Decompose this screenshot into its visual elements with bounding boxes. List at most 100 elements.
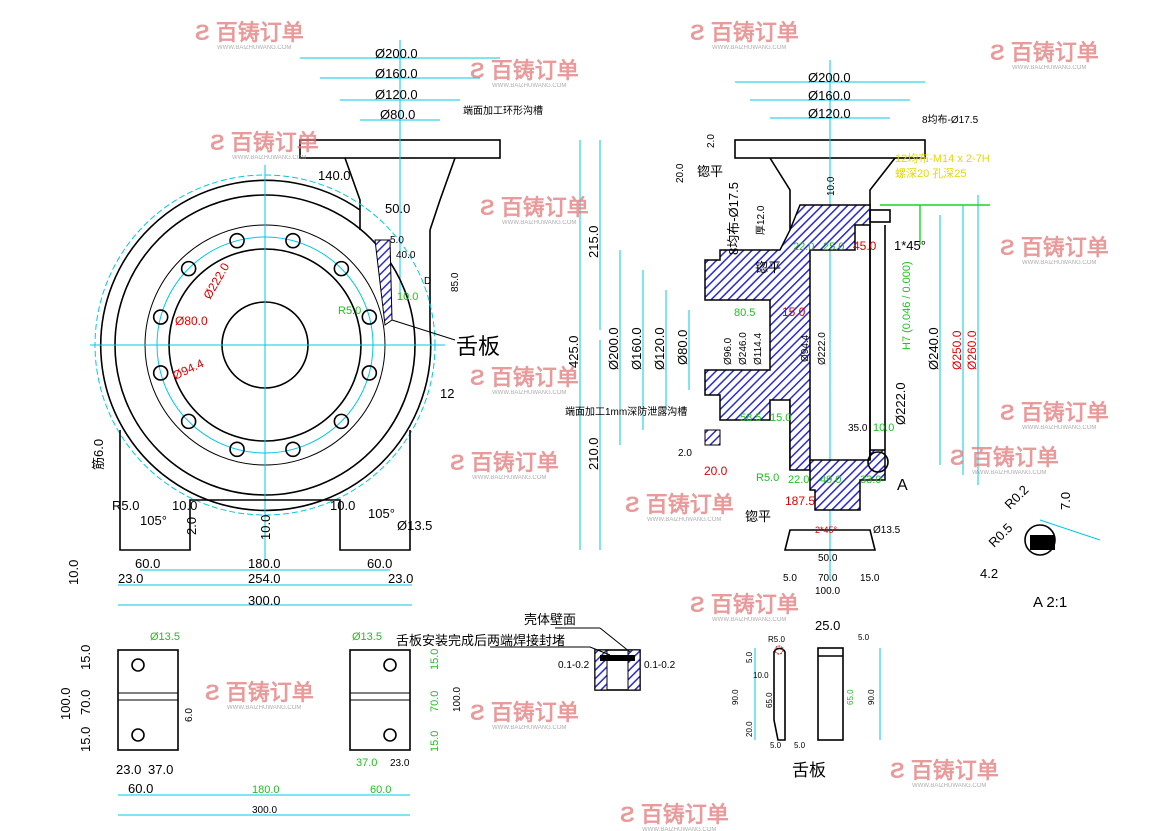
dim: Ø13.5 bbox=[397, 518, 432, 533]
dim: 300.0 bbox=[248, 593, 281, 608]
thread-note: 12均布-M14 x 2-7H bbox=[895, 152, 990, 165]
dim: 10.0 bbox=[330, 498, 355, 513]
dim: 厚12.0 bbox=[755, 205, 767, 235]
watermark-url: WWW.BAIZHUWANG.COM bbox=[492, 83, 566, 89]
watermark-logo: Ƨ 百铸订单 bbox=[205, 680, 314, 705]
gap-right: 0.1-0.2 bbox=[644, 660, 676, 671]
dim-red: Ø222.0 bbox=[200, 260, 232, 301]
dim: 105° bbox=[140, 513, 167, 528]
bolt-hole bbox=[285, 232, 301, 249]
dim: R0.5 bbox=[986, 520, 1016, 550]
dim: 85.0 bbox=[450, 272, 461, 292]
dim: 5.0 bbox=[770, 741, 782, 750]
dim-red: 20.0 bbox=[704, 464, 728, 478]
dim: 37.0 bbox=[148, 762, 173, 777]
dim: 215.0 bbox=[586, 225, 601, 258]
bolt-hole bbox=[152, 365, 169, 381]
dim: 425.0 bbox=[566, 335, 581, 368]
dim-red: Ø250.0 bbox=[950, 330, 964, 370]
dim: 15.0 bbox=[860, 573, 880, 584]
dim: 6.0 bbox=[184, 708, 195, 722]
dim: Ø200.0 bbox=[606, 327, 621, 370]
front-view: Ø200.0 Ø160.0 Ø120.0 Ø80.0 端面加工环形沟槽 140.… bbox=[66, 40, 543, 608]
dim: 10.0 bbox=[826, 176, 837, 196]
watermark-logo: Ƨ 百铸订单 bbox=[625, 492, 734, 517]
dim: 37.0 bbox=[356, 757, 377, 769]
watermark-logo: Ƨ 百铸订单 bbox=[450, 450, 559, 475]
dim: 锪平 bbox=[755, 260, 781, 275]
watermark-logo: Ƨ 百铸订单 bbox=[210, 130, 319, 155]
dim: Ø94.4 bbox=[800, 334, 811, 362]
watermark-url: WWW.BAIZHUWANG.COM bbox=[972, 470, 1046, 476]
dim: 筋6.0 bbox=[91, 439, 106, 470]
dim: 25.0 bbox=[823, 241, 844, 253]
dim: 60.0 bbox=[367, 556, 392, 571]
dim: 140.0 bbox=[318, 168, 351, 183]
outlet-neck bbox=[344, 157, 456, 231]
dim: 10.0 bbox=[873, 422, 894, 434]
dim: 100.0 bbox=[815, 586, 840, 597]
dim: R5.0 bbox=[768, 635, 785, 644]
bolt-hole bbox=[229, 232, 245, 249]
watermark-url: WWW.BAIZHUWANG.COM bbox=[647, 517, 721, 523]
weld-detail: 壳体壁面 舌板安装完成后两端焊接封堵 0.1-0.2 0.1-0.2 bbox=[396, 612, 676, 691]
watermark-logo: Ƨ 百铸订单 bbox=[990, 40, 1099, 65]
gap-left: 0.1-0.2 bbox=[558, 660, 590, 671]
watermark-url: WWW.BAIZHUWANG.COM bbox=[642, 827, 716, 831]
dim: 180.0 bbox=[248, 556, 281, 571]
bolt-hole bbox=[285, 441, 301, 458]
dim: Ø160.0 bbox=[629, 327, 644, 370]
dim: 8均布-Ø17.5 bbox=[726, 182, 741, 255]
hatched-section bbox=[704, 204, 871, 471]
watermark-logo: Ƨ 百铸订单 bbox=[470, 58, 579, 83]
dim: 105° bbox=[368, 506, 395, 521]
wall-label: 壳体壁面 bbox=[524, 612, 576, 627]
dim: 65.0 bbox=[765, 692, 774, 708]
dim: 15.0 bbox=[78, 727, 93, 752]
dim: 60.0 bbox=[135, 556, 160, 571]
dim: 70.0 bbox=[818, 573, 838, 584]
dim: 40.0 bbox=[396, 250, 416, 261]
watermark-url: WWW.BAIZHUWANG.COM bbox=[472, 475, 546, 481]
dim: Ø96.0 bbox=[723, 337, 734, 365]
dim: 35.0 bbox=[848, 423, 868, 434]
dim: 2.0 bbox=[678, 448, 692, 459]
dim: Ø200.0 bbox=[375, 46, 418, 61]
dim: 15.0 bbox=[429, 731, 441, 752]
bolt-hole bbox=[361, 309, 378, 325]
dim: Ø80.0 bbox=[675, 330, 690, 365]
tongue-title: 舌板 bbox=[792, 761, 826, 780]
dim-red: Ø80.0 bbox=[175, 314, 208, 328]
foot-views: Ø13.5 15.0 70.0 100.0 15.0 6.0 23.0 37.0… bbox=[58, 631, 463, 816]
tongue-plate bbox=[374, 239, 393, 326]
watermark-url: WWW.BAIZHUWANG.COM bbox=[502, 220, 576, 226]
dim: Ø160.0 bbox=[808, 88, 851, 103]
dim: 254.0 bbox=[248, 571, 281, 586]
dim-red: 2*45° bbox=[815, 525, 838, 535]
bolt-hole bbox=[180, 260, 197, 277]
dim: 锪平 bbox=[697, 164, 723, 179]
note-groove: 端面加工环形沟槽 bbox=[463, 104, 543, 117]
dim: 15.0 bbox=[770, 412, 791, 424]
dim: 5.0 bbox=[390, 235, 404, 246]
detail-marker-a: A bbox=[897, 477, 908, 494]
dim: 12 bbox=[440, 386, 454, 401]
thread-depth: 螺深20 孔深25 bbox=[895, 167, 967, 180]
dim: 23.0 bbox=[116, 762, 141, 777]
watermark-logo: Ƨ 百铸订单 bbox=[620, 802, 729, 827]
watermark-url: WWW.BAIZHUWANG.COM bbox=[712, 45, 786, 51]
dim: 10.0 bbox=[753, 671, 769, 680]
dim: R5.0 bbox=[756, 472, 779, 484]
watermark-url: WWW.BAIZHUWANG.COM bbox=[232, 155, 306, 161]
dim: 58.5 bbox=[740, 412, 761, 424]
watermark-logo: Ƨ 百铸订单 bbox=[195, 20, 304, 45]
dim: 5.0 bbox=[794, 741, 806, 750]
dim: 70.0 bbox=[429, 691, 441, 712]
dim: 5.0 bbox=[783, 573, 797, 584]
detail-title: A 2:1 bbox=[1033, 594, 1067, 611]
dim: 5.0 bbox=[858, 633, 870, 642]
bolt-holes bbox=[152, 232, 378, 458]
watermark-logo: Ƨ 百铸订单 bbox=[480, 195, 589, 220]
dim: 90.0 bbox=[731, 689, 740, 705]
